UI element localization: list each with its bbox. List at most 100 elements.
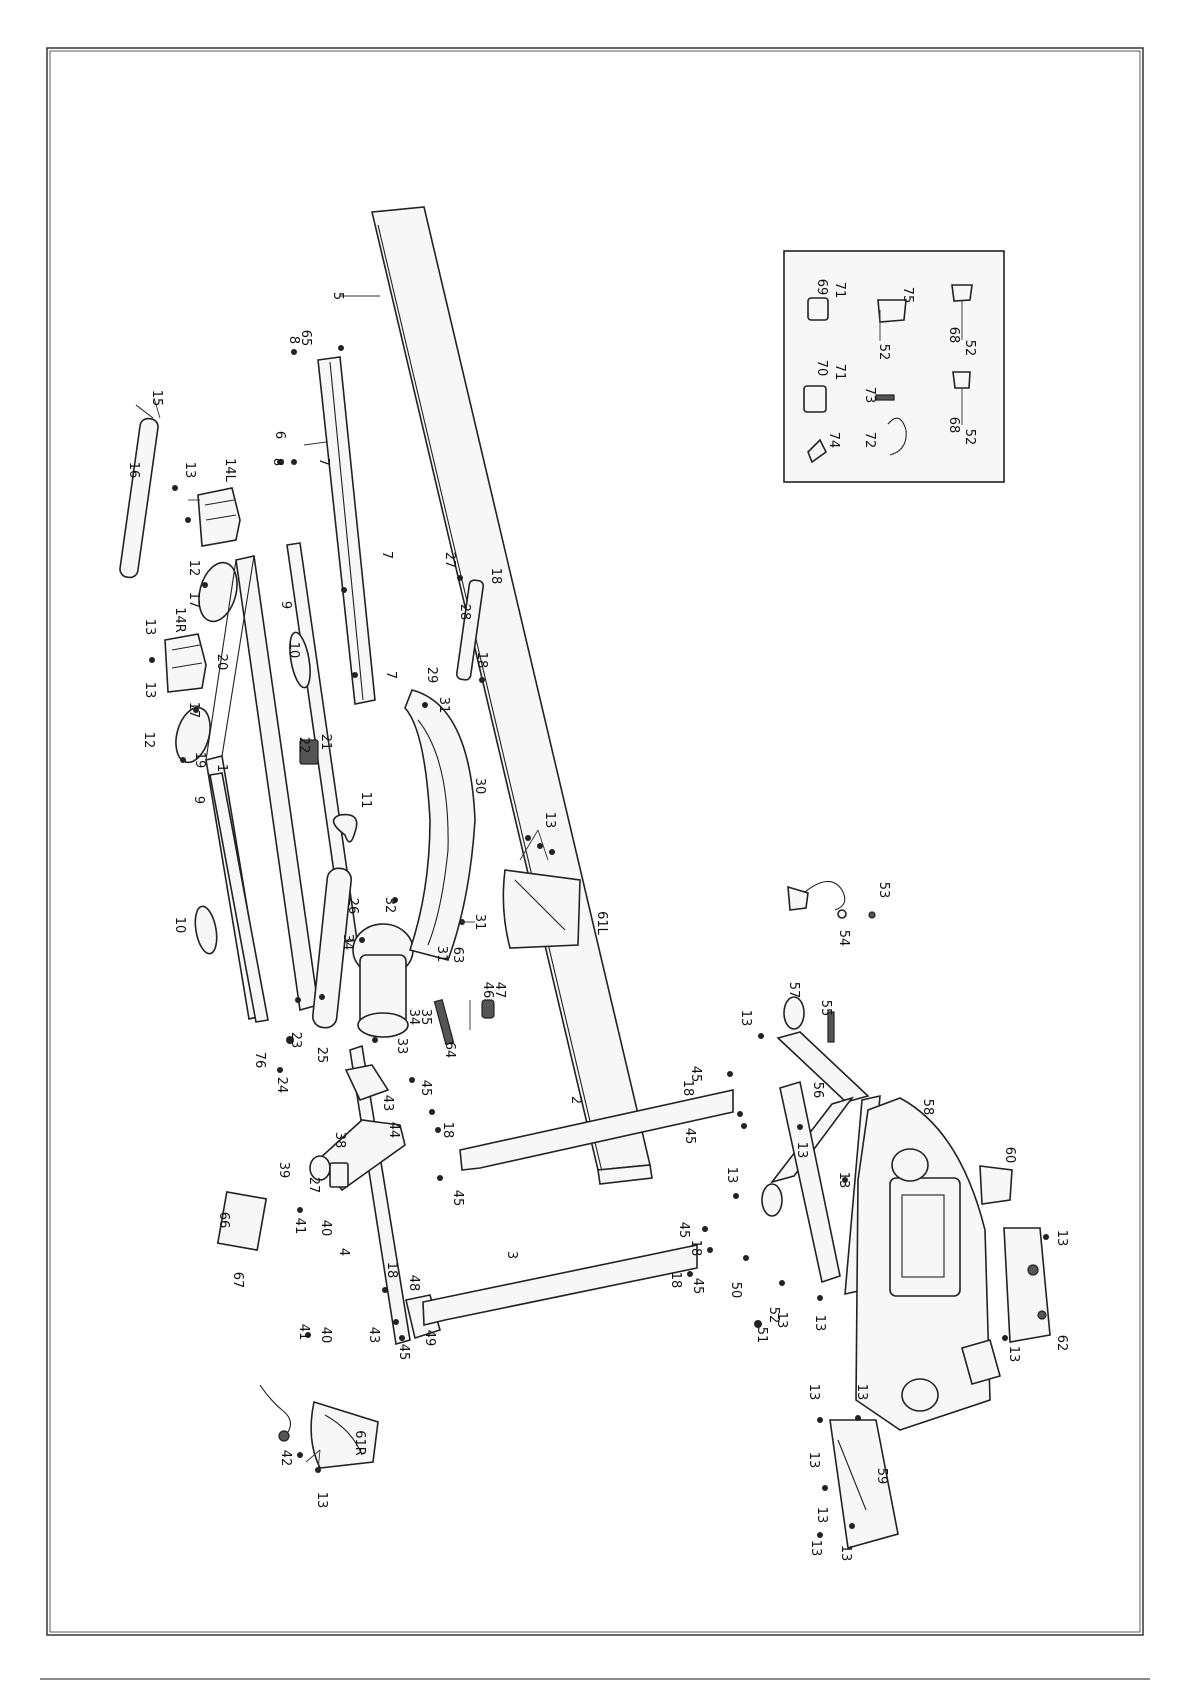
inner-frame: [49, 50, 1141, 1633]
lower-panel-part: [829, 1419, 899, 1550]
callout-label: 16: [126, 462, 141, 479]
leader-lines: [153, 295, 963, 1471]
callout-label: 13: [854, 1384, 869, 1401]
callout-label: 38: [332, 1132, 347, 1149]
callout-label: 45: [690, 1278, 705, 1295]
callout-label: 17: [186, 702, 201, 719]
callout-label: 13: [542, 812, 557, 829]
callout-label: 75: [900, 287, 915, 304]
callout-label: 52: [962, 429, 977, 446]
running-deck-part: [317, 356, 376, 705]
motor-cover-right-part: [164, 633, 207, 693]
callout-label: 12: [186, 560, 201, 577]
callout-label: 74: [826, 432, 841, 449]
callout-label: 61R: [352, 1430, 367, 1456]
callout-label: 70: [814, 360, 829, 377]
callout-label: 76: [252, 1052, 267, 1069]
side-cover-part: [404, 689, 476, 961]
callout-label: 12: [141, 732, 156, 749]
rear-roller-part: [311, 867, 353, 1029]
callout-label: 8: [286, 336, 301, 344]
callout-label: 43: [380, 1095, 395, 1112]
callout-label: 61L: [594, 911, 609, 936]
key-clip-part: [868, 911, 876, 919]
callout-label: 50: [728, 1282, 743, 1299]
callout-label: 34: [406, 1009, 421, 1026]
power-cord-part: [259, 1384, 291, 1433]
callout-label: 20: [214, 654, 229, 671]
hood-side-left-part: [502, 869, 581, 949]
callout-label: 52: [962, 340, 977, 357]
console-housing-part: [855, 1097, 991, 1431]
callout-label: 9: [191, 796, 206, 804]
callout-label: 18: [488, 568, 503, 585]
callout-label: 69: [814, 279, 829, 296]
callout-label: 45: [688, 1066, 703, 1083]
callout-label: 13: [1006, 1346, 1021, 1363]
drive-motor-part: [352, 923, 414, 1038]
callout-label: 10: [172, 917, 187, 934]
incline-bracket-part: [433, 998, 455, 1046]
callout-label: 18: [668, 1272, 683, 1289]
motor-cover-left-part: [197, 487, 241, 547]
callout-label: 18: [384, 1262, 399, 1279]
callout-label: 35: [418, 1009, 433, 1026]
callout-label: 1: [214, 764, 229, 772]
callout-label: 18: [688, 1240, 703, 1257]
callout-label: 27: [306, 1177, 321, 1194]
callout-label: 8: [270, 458, 285, 466]
callout-label: 41: [296, 1324, 311, 1341]
bottle-holder-lower-part: [961, 1339, 1001, 1385]
callout-label: 58: [920, 1099, 935, 1116]
callout-label: 43: [366, 1327, 381, 1344]
callout-label: 26: [345, 898, 360, 915]
callout-label: 10: [286, 642, 301, 659]
motor-belt-part: [332, 813, 358, 843]
callout-label: 5: [330, 292, 345, 300]
callout-label: 42: [278, 1450, 293, 1467]
callout-label: 25: [314, 1047, 329, 1064]
callout-label: 31: [434, 946, 449, 963]
callout-label: 13: [314, 1492, 329, 1509]
callout-label: 60: [1002, 1147, 1017, 1164]
callout-label: 33: [394, 1038, 409, 1055]
motor-controller-part: [216, 1190, 268, 1252]
callout-label: 55: [818, 1000, 833, 1017]
callout-label: 13: [814, 1507, 829, 1524]
callout-label: 13: [806, 1384, 821, 1401]
front-roller-part: [119, 404, 159, 579]
fastener-bolts: [149, 345, 1049, 1538]
callout-label: 31: [436, 697, 451, 714]
callout-label: 39: [276, 1162, 291, 1179]
hood-side-right-part: [310, 1400, 379, 1469]
callout-label: 4: [336, 1248, 351, 1256]
callout-label: 13: [1054, 1230, 1069, 1247]
callout-label: 7: [379, 551, 394, 559]
callout-label: 13: [794, 1142, 809, 1159]
callout-label: 53: [876, 882, 891, 899]
callout-label: 23: [288, 1032, 303, 1049]
outer-frame: [46, 47, 1144, 1636]
callout-label: 71: [832, 282, 847, 299]
deck-cushion-right-part: [289, 631, 311, 689]
callout-label: 64: [442, 1042, 457, 1059]
callout-label: 73: [862, 387, 877, 404]
callout-label: 56: [810, 1082, 825, 1099]
callout-label: 65: [298, 330, 313, 347]
callout-label: 7: [316, 458, 331, 466]
callout-label: 13: [836, 1172, 851, 1189]
callout-label: 45: [676, 1222, 691, 1239]
callout-label: 27: [442, 552, 457, 569]
callout-label: 46: [480, 982, 495, 999]
callout-label: 48: [406, 1275, 421, 1292]
callout-label: 15: [149, 390, 164, 407]
callout-label: 13: [142, 682, 157, 699]
callout-label: 72: [862, 432, 877, 449]
callout-label: 51: [754, 1327, 769, 1344]
lift-actuator-part: [455, 579, 485, 681]
connector-46-47-part: [481, 999, 495, 1019]
callout-label: 18: [440, 1122, 455, 1139]
callout-label: 47: [492, 982, 507, 999]
wheel-bracket-part: [329, 1162, 349, 1188]
